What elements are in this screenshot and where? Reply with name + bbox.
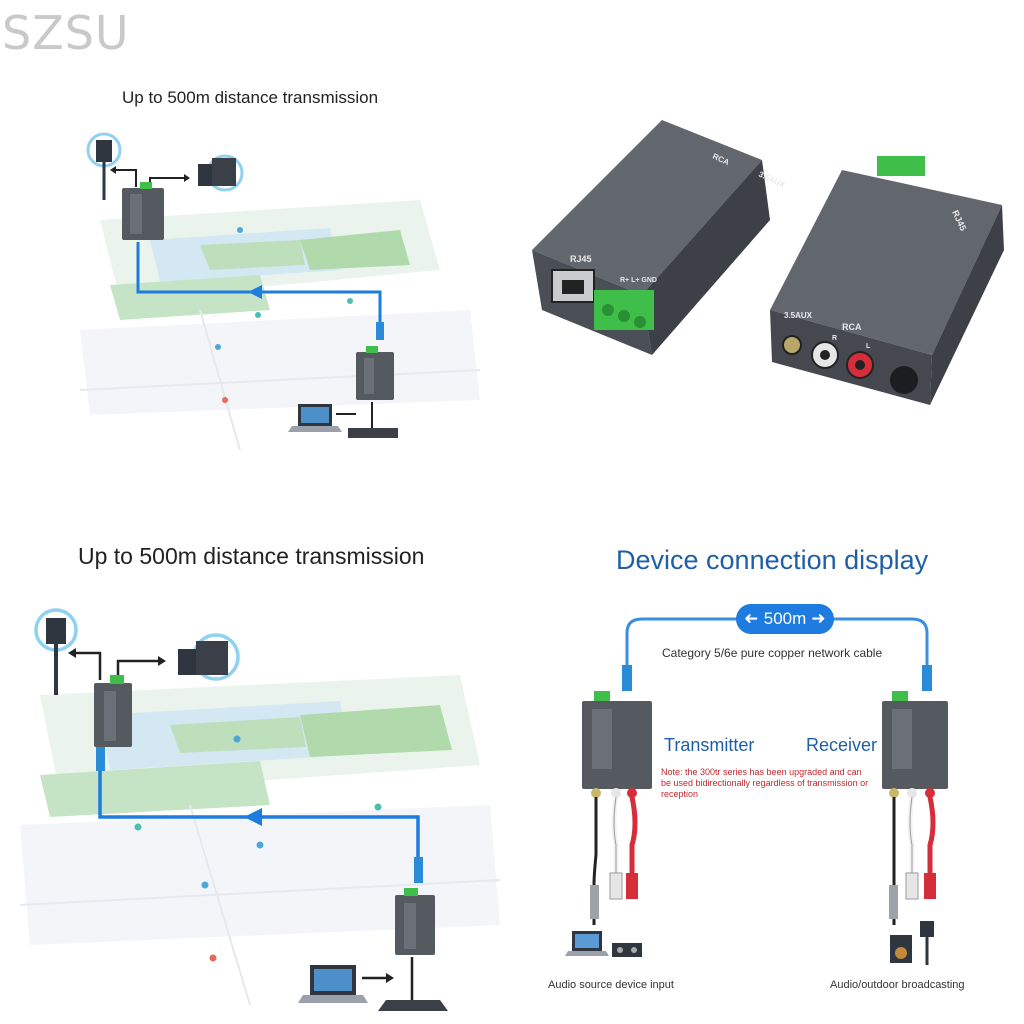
arrow-left-icon: ➜ — [744, 609, 759, 628]
audio-cables-transmitter — [590, 796, 638, 925]
arrow-left-icon — [68, 648, 76, 658]
amplifier-icon — [612, 943, 642, 957]
speaker-system-icon — [198, 154, 244, 192]
laptop-icon — [288, 404, 342, 432]
rj45-plug — [922, 665, 932, 691]
panel-bottom-right: Device connection display ➜ 500m ➜ Categ… — [512, 525, 1024, 1024]
rca-label: RCA — [842, 322, 862, 332]
rj45-label: RJ45 — [570, 254, 592, 264]
terminal-block — [877, 156, 925, 176]
cable-label: Category 5/6e pure copper network cable — [662, 646, 883, 660]
panel-top-left: Up to 500m distance transmission — [0, 70, 512, 470]
connector-arrow — [112, 169, 137, 187]
outdoor-speaker-icon — [86, 132, 122, 200]
terminal-label: R+ L+ GND — [620, 277, 657, 284]
audio-player-icon — [378, 957, 448, 1011]
aux-jack — [782, 335, 802, 355]
panel-top-right: RJ45 R+ L+ GND RCA 3.5AUX 3.5AUX RCA R L — [512, 100, 1024, 430]
arrow-left-icon — [244, 808, 262, 826]
rj45-plug — [622, 665, 632, 691]
product-photo: RJ45 R+ L+ GND RCA 3.5AUX 3.5AUX RCA R L — [532, 120, 1004, 405]
panel-heading: Up to 500m distance transmission — [78, 543, 425, 569]
laptop-icon — [298, 965, 368, 1003]
transmitter-device — [395, 857, 435, 955]
receiver-label: Receiver — [806, 735, 878, 755]
rca-r-label: R — [832, 335, 837, 342]
audio-cables-receiver — [889, 796, 936, 925]
panel-bottom-left: Up to 500m distance transmission — [0, 525, 512, 1024]
volume-knob — [890, 366, 918, 394]
transmitter-label: Transmitter — [664, 735, 755, 755]
panel-heading: Up to 500m distance transmission — [122, 88, 379, 107]
laptop-icon — [565, 931, 609, 956]
distance-diagram-illustration — [19, 608, 501, 1011]
section-title: Device connection display — [616, 545, 929, 575]
watermark: SZSU — [2, 6, 130, 60]
distance-badge: ➜ 500m ➜ — [736, 604, 834, 634]
transmitter-device — [582, 665, 652, 798]
extender-device-audio-side: 3.5AUX RCA R L RJ45 — [770, 156, 1004, 405]
arrow-right-icon: ➜ — [811, 609, 826, 628]
speaker-system-icon — [178, 633, 240, 681]
outdoor-speaker-icon — [34, 608, 78, 695]
distance-value: 500m — [763, 609, 807, 628]
aux-label: 3.5AUX — [784, 311, 813, 320]
receiver-device — [882, 665, 948, 798]
city-map-background — [19, 675, 501, 1006]
rca-l-label: L — [866, 343, 871, 350]
arrow-right-icon — [158, 656, 166, 666]
input-caption: Audio source device input — [548, 979, 674, 991]
arrow-left-icon — [248, 285, 262, 299]
transmitter-device — [356, 322, 394, 400]
extender-device-rj45-side: RJ45 R+ L+ GND RCA 3.5AUX — [532, 120, 787, 355]
receiver-device — [94, 675, 132, 771]
outdoor-speaker-icon — [920, 921, 934, 965]
connector-arrow — [149, 177, 186, 187]
distance-diagram-illustration — [79, 132, 481, 451]
speaker-icon — [890, 935, 912, 963]
arrow-right-icon — [386, 973, 394, 983]
receiver-device — [122, 182, 164, 240]
audio-player-icon — [348, 402, 398, 438]
connection-diagram — [565, 617, 948, 965]
output-caption: Audio/outdoor broadcasting — [830, 979, 965, 991]
upgrade-note: Note: the 300tr series has been upgraded… — [661, 767, 869, 799]
